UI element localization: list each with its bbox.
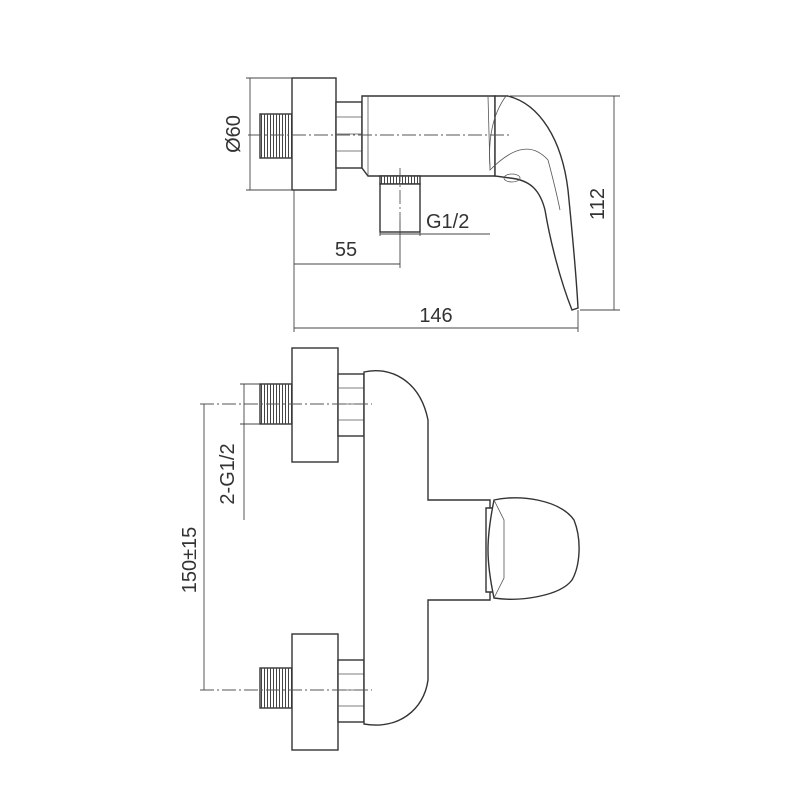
side-view-body: [361, 95, 496, 177]
diameter-dimension: Ø60: [223, 77, 292, 191]
length-label: 146: [419, 305, 452, 327]
thread-label: G1/2: [426, 211, 469, 233]
front-view: 2-G1/2 150±15: [179, 347, 580, 751]
front-view-handle: [485, 497, 580, 600]
front-view-upper-inlet: [259, 347, 365, 463]
offset-dimension: 55: [293, 190, 401, 332]
length-dimension: 146: [294, 305, 579, 332]
height-label: 112: [587, 188, 609, 220]
inlet-thread-label: 2-G1/2: [217, 443, 239, 504]
front-view-lower-inlet: [259, 633, 365, 751]
inlet-thread-dimension: 2-G1/2: [217, 383, 260, 520]
height-dimension: 112: [510, 95, 620, 311]
side-view: Ø60 112 G1/2 55 146: [223, 77, 620, 332]
side-view-lever-handle: [494, 95, 579, 311]
offset-label: 55: [335, 239, 357, 261]
front-view-body: [363, 370, 491, 726]
center-distance-dimension: 150±15: [179, 404, 205, 690]
diameter-label: Ø60: [223, 115, 245, 153]
side-view-threaded-inlet: [259, 113, 293, 159]
center-distance-label: 150±15: [179, 527, 201, 594]
thread-callout: G1/2: [379, 211, 490, 236]
side-view-cover-flange: [291, 77, 337, 191]
